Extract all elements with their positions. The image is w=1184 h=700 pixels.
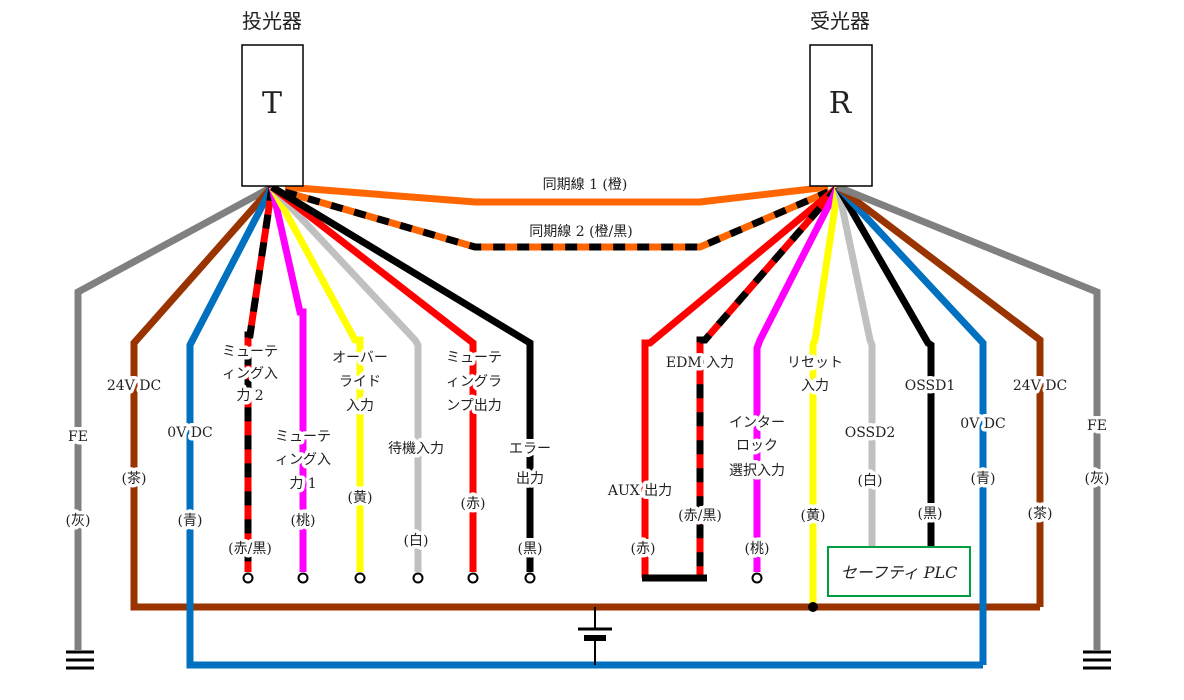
wire-label: ミューテ	[446, 350, 502, 366]
wire-t-24v	[130, 184, 1040, 611]
wire-label: ミューテ	[275, 429, 331, 445]
wire-r-edm-stripe	[696, 184, 841, 578]
wire-color-label: (桃)	[745, 541, 770, 557]
wire-r-ossd2	[834, 186, 876, 548]
wire-label: 入力	[801, 378, 829, 394]
wire-color-label: (灰)	[1085, 471, 1110, 487]
wire-label: オーバー	[332, 350, 388, 366]
sync-2-label: 同期線 2 (橙/黒)	[529, 224, 632, 240]
wire-r-ossd1	[834, 185, 935, 548]
wire-label: 力 2	[236, 388, 263, 404]
wire-label: リセット	[787, 355, 843, 371]
wire-label: ィング入	[222, 366, 278, 382]
wire-label: 入力	[346, 398, 374, 414]
terminal-error	[524, 572, 536, 584]
wire-label: ミューテ	[222, 344, 278, 360]
wire-color-label: (茶)	[1028, 506, 1053, 522]
terminal-muting2	[242, 572, 254, 584]
wire-r-24v	[835, 184, 1044, 607]
wire-color-label: (黄)	[801, 507, 826, 524]
terminal-override	[354, 572, 366, 584]
wire-r-interlock	[753, 185, 842, 572]
terminal-standby	[412, 572, 424, 584]
receiver-letter: R	[829, 86, 853, 121]
wire-color-label: (青)	[971, 471, 996, 487]
ground-icon	[1083, 650, 1111, 670]
receiver-title: 受光器	[810, 9, 870, 33]
receiver-box	[809, 44, 873, 187]
emitter-box	[241, 44, 304, 187]
junction-dot	[808, 602, 818, 612]
wire-label: ライド	[339, 374, 381, 390]
terminal-interlock	[751, 572, 763, 584]
wire-r-aux	[641, 184, 841, 578]
wire-label: 待機入力	[388, 441, 444, 457]
wire-t-muting1	[268, 186, 307, 572]
terminal-muting1	[297, 572, 309, 584]
wire-t-standby	[269, 184, 422, 572]
emitter-letter: T	[262, 86, 282, 121]
wire-label: インター	[729, 415, 785, 431]
wire-label: ィング入	[275, 452, 331, 468]
wire-label: ィングラ	[446, 374, 502, 390]
wire-color-label: (黄)	[348, 489, 373, 506]
wire-color-label: (白)	[858, 473, 883, 489]
wire-color-label: (赤)	[461, 496, 486, 512]
wire-label: 力 1	[289, 476, 316, 492]
wire-color-label: (赤)	[631, 541, 656, 557]
wire-color-label: (茶)	[122, 471, 147, 487]
terminal-mutinglamp	[467, 572, 479, 584]
wire-color-label: (赤/黒)	[678, 508, 722, 524]
wire-t-fe	[74, 183, 274, 650]
wire-color-label: (黒)	[518, 541, 543, 557]
wire-label: 選択入力	[729, 463, 785, 479]
wire-label: OSSD1	[905, 378, 956, 394]
wire-t-muting2-stripe	[244, 186, 276, 572]
wire-color-label: (灰)	[66, 513, 91, 529]
wire-r-fe	[836, 183, 1101, 650]
wire-label: OSSD2	[845, 425, 896, 441]
battery-icon	[578, 607, 612, 665]
safety-plc-box	[827, 546, 971, 597]
sync-wire-2-stripe	[284, 188, 830, 251]
sync-wire-1	[284, 183, 829, 206]
wire-label: エラー	[509, 441, 551, 457]
safety-plc-label: セーフティ PLC	[841, 563, 958, 582]
sync-1-label: 同期線 1 (橙)	[543, 177, 628, 193]
wire-label: EDM 入力	[666, 355, 734, 371]
wire-t-mutinglamp	[269, 184, 477, 572]
wire-t-0v	[186, 185, 983, 669]
wire-color-label: (赤/黒)	[228, 541, 272, 557]
wire-r-0v	[835, 184, 987, 665]
wire-color-label: (白)	[404, 533, 429, 549]
wire-color-label: (黒)	[918, 506, 943, 522]
wire-label: ンプ出力	[446, 398, 502, 414]
emitter-title: 投光器	[242, 9, 302, 33]
ground-icon	[66, 650, 94, 670]
wire-color-label: (青)	[178, 513, 203, 529]
wire-t-override	[268, 185, 364, 572]
wire-label: AUX 出力	[607, 483, 672, 499]
wire-label: FE	[1087, 418, 1107, 434]
wire-label: FE	[68, 429, 88, 445]
wire-label: ロック	[736, 438, 778, 454]
wire-color-label: (桃)	[291, 513, 316, 529]
wire-label: 24V DC	[107, 378, 161, 394]
wire-t-error	[270, 184, 534, 572]
wire-label: 0V DC	[960, 416, 1005, 432]
wire-label: 出力	[516, 471, 544, 487]
wire-r-reset	[809, 186, 842, 607]
wire-label: 24V DC	[1013, 378, 1067, 394]
wire-label: 0V DC	[167, 425, 212, 441]
